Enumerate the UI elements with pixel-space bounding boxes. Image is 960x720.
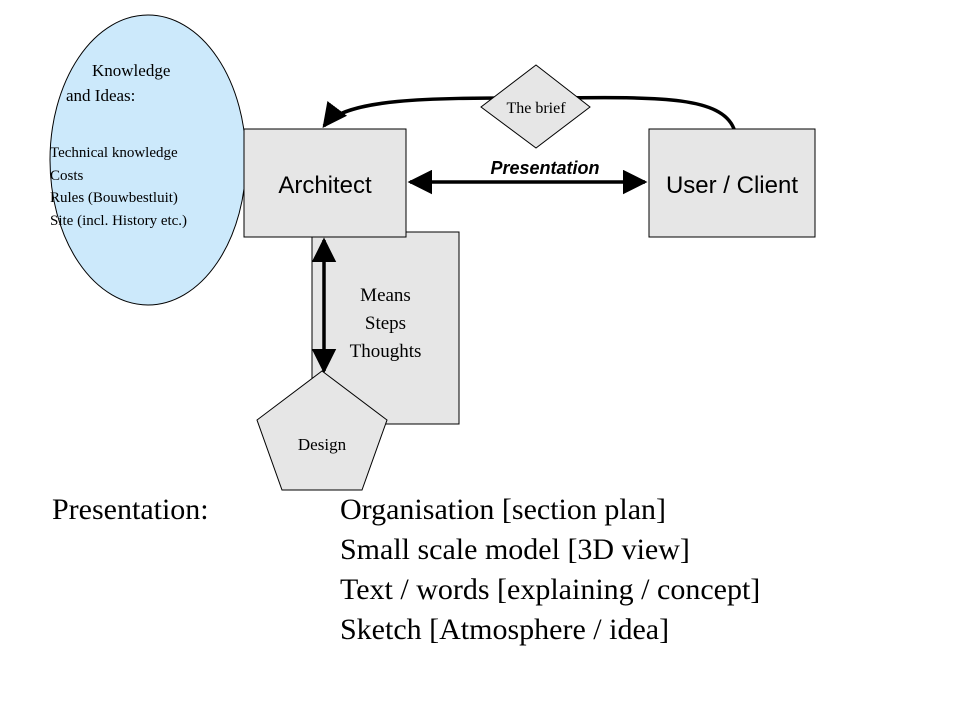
design-label: Design <box>298 435 347 454</box>
brief-diamond <box>480 64 591 149</box>
knowledge-item: Technical knowledge <box>50 145 178 161</box>
knowledge-title-line2: and Ideas: <box>66 86 136 105</box>
client-label: User / Client <box>666 172 798 199</box>
knowledge-title-line1: Knowledge <box>92 61 171 80</box>
means-item: Means <box>360 285 411 306</box>
brief-label: The brief <box>506 100 566 117</box>
presentation-edge-label: Presentation <box>490 158 599 178</box>
knowledge-list: Technical knowledge Costs Rules (Bouwbes… <box>50 142 187 232</box>
presentation-item: Sketch [Atmosphere / idea] <box>340 613 670 646</box>
architect-label: Architect <box>278 172 372 199</box>
means-list: Means Steps Thoughts <box>312 282 459 366</box>
client-box <box>648 128 816 238</box>
presentation-list-label: Presentation: <box>52 493 209 526</box>
knowledge-item: Rules (Bouwbestluit) <box>50 190 178 206</box>
means-item: Thoughts <box>349 341 422 362</box>
means-item: Steps <box>364 313 407 334</box>
presentation-list: Organisation [section plan] Small scale … <box>340 490 760 650</box>
knowledge-item: Site (incl. History etc.) <box>50 212 188 229</box>
knowledge-item: Costs <box>50 167 84 184</box>
knowledge-title: Knowledge and Ideas: <box>66 58 216 108</box>
presentation-item: Small scale model [3D view] <box>340 533 690 566</box>
presentation-item: Organisation [section plan] <box>340 493 667 526</box>
architect-box <box>243 128 407 238</box>
design-pentagon <box>256 370 388 491</box>
presentation-item: Text / words [explaining / concept] <box>340 573 761 606</box>
